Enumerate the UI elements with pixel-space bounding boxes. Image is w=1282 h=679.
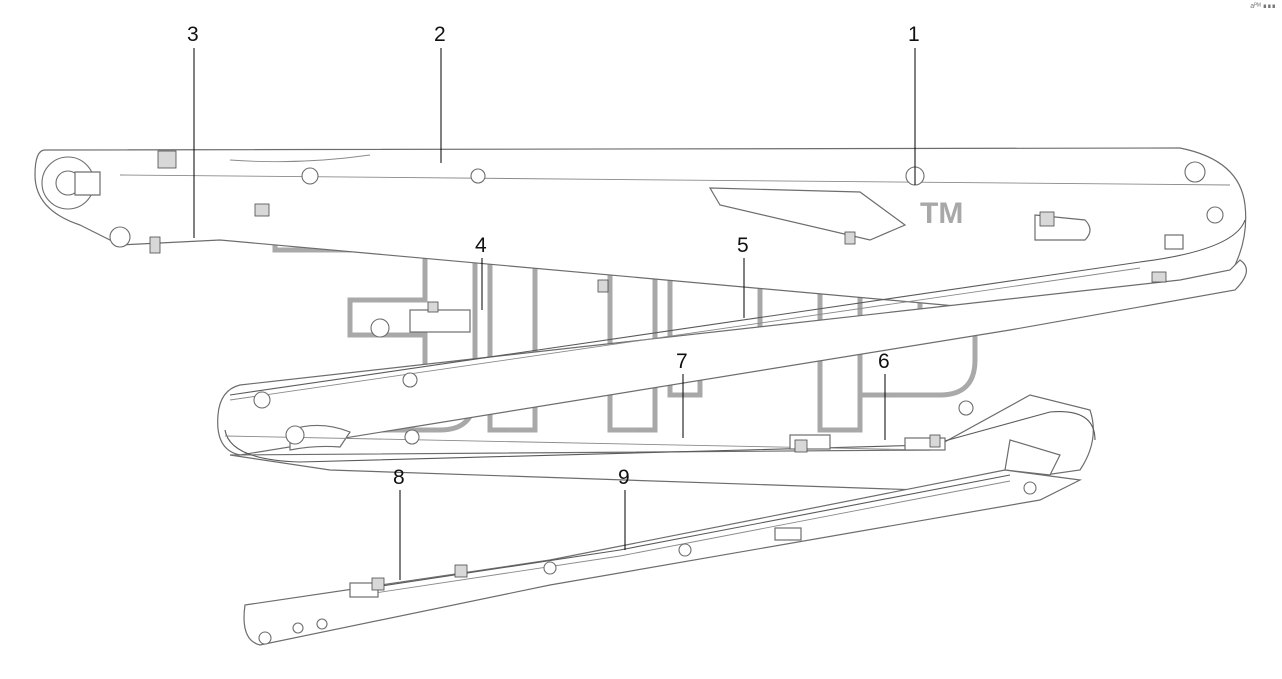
callout-6: 6 [878, 350, 890, 373]
callout-7: 7 [676, 350, 688, 373]
pipe-clamps [149, 203, 1167, 591]
bottom-boom [243, 469, 1083, 646]
main-boom [34, 147, 1247, 311]
callout-4: 4 [475, 234, 487, 257]
arm-boom [217, 219, 1247, 456]
callout-8: 8 [393, 466, 405, 489]
trademark-mark: TM [920, 197, 964, 230]
leader-lines [193, 48, 916, 580]
callout-5: 5 [737, 234, 749, 257]
callout-9: 9 [618, 466, 630, 489]
callout-1: 1 [908, 23, 920, 46]
callout-2: 2 [434, 23, 446, 46]
callout-3: 3 [187, 23, 199, 46]
corner-mark: аᴾᴹ ∎∎∎ [1250, 3, 1276, 10]
